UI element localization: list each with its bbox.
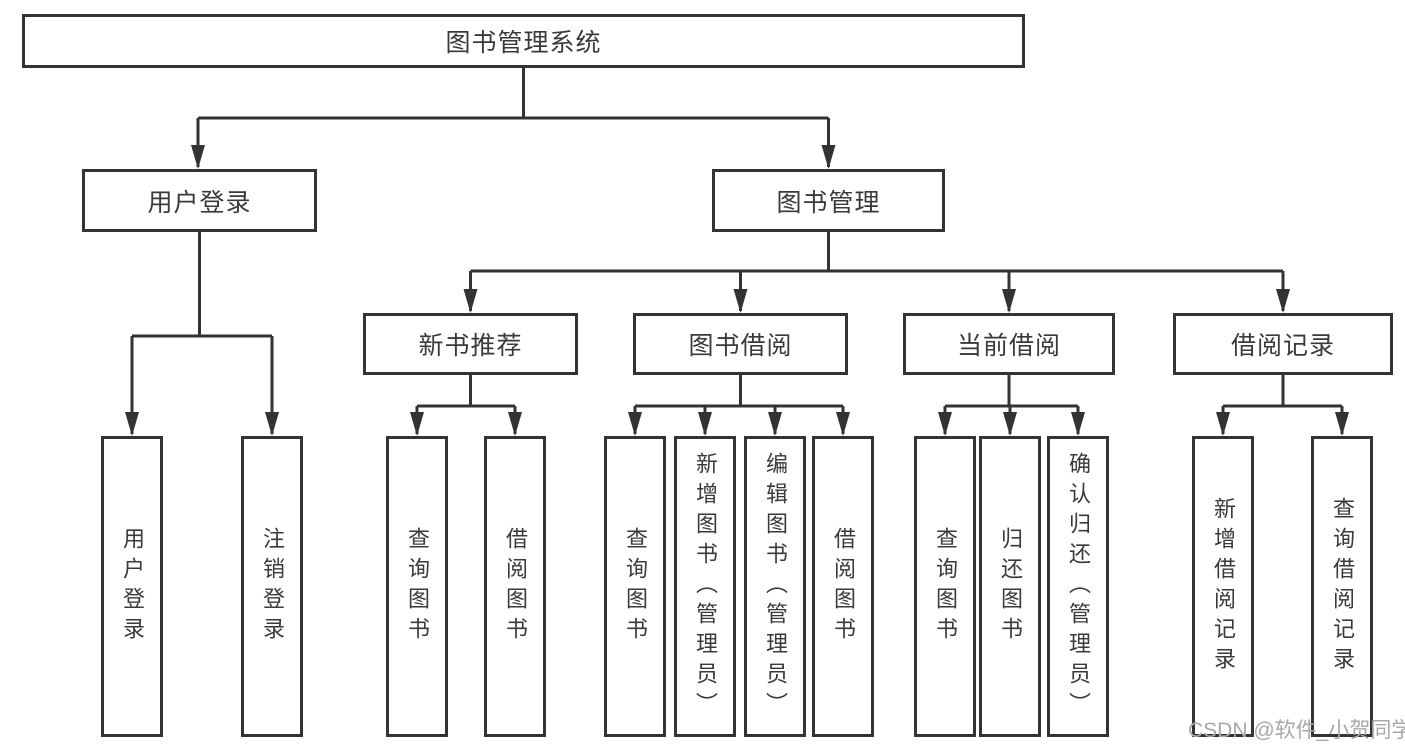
node-user-login-label: 用户登录 <box>147 188 252 217</box>
leaf-logout-login: 注销登录 <box>241 436 303 737</box>
leaf-current-return-book: 归还图书 <box>979 436 1041 737</box>
csdn-watermark: CSDN @软件_小贺同学 <box>1188 719 1405 742</box>
node-root: 图书管理系统 <box>22 14 1025 68</box>
connector-current-borrow <box>938 374 1085 436</box>
node-book-management: 图书管理 <box>712 169 945 232</box>
leaf-recommend-borrow-book: 借阅图书 <box>484 436 546 737</box>
leaf-record-add-record: 新增借阅记录 <box>1192 436 1254 737</box>
connector-book-management <box>463 231 1290 313</box>
leaf-borrow-query-book: 查询图书 <box>604 436 666 737</box>
node-root-label: 图书管理系统 <box>445 29 602 57</box>
leaf-recommend-query-book-label: 查询图书 <box>405 526 430 647</box>
leaf-current-confirm-return: 确认归还（管理员） <box>1047 436 1109 737</box>
leaf-borrow-borrow-book: 借阅图书 <box>812 436 874 737</box>
connector-root-to-level2 <box>191 67 836 169</box>
node-current-borrow-label: 当前借阅 <box>956 332 1061 360</box>
node-borrow-record-label: 借阅记录 <box>1230 332 1335 360</box>
node-current-borrow: 当前借阅 <box>903 313 1115 375</box>
connector-book-borrow <box>628 374 850 436</box>
leaf-recommend-query-book: 查询图书 <box>386 436 448 737</box>
node-book-borrow: 图书借阅 <box>633 313 848 375</box>
leaf-user-login-label: 用户登录 <box>120 526 145 647</box>
node-book-management-label: 图书管理 <box>776 188 881 217</box>
leaf-current-return-book-label: 归还图书 <box>998 526 1023 647</box>
leaf-recommend-borrow-book-label: 借阅图书 <box>503 526 528 647</box>
connector-user-login <box>125 231 279 436</box>
leaf-borrow-edit-book: 编辑图书（管理员） <box>744 436 806 737</box>
leaf-record-query-record-label: 查询借阅记录 <box>1330 496 1355 677</box>
leaf-current-query-book: 查询图书 <box>914 436 976 737</box>
connector-borrow-record <box>1216 374 1349 436</box>
leaf-current-query-book-label: 查询图书 <box>933 526 958 647</box>
node-new-book-recommend: 新书推荐 <box>363 313 578 375</box>
leaf-borrow-add-book: 新增图书（管理员） <box>674 436 736 737</box>
node-book-borrow-label: 图书借阅 <box>688 332 793 360</box>
leaf-record-add-record-label: 新增借阅记录 <box>1211 496 1236 677</box>
leaf-record-query-record: 查询借阅记录 <box>1311 436 1373 737</box>
leaf-borrow-add-book-label: 新增图书（管理员） <box>693 451 718 722</box>
leaf-current-confirm-return-label: 确认归还（管理员） <box>1066 451 1091 722</box>
node-borrow-record: 借阅记录 <box>1173 313 1393 375</box>
node-new-book-recommend-label: 新书推荐 <box>418 332 523 360</box>
leaf-borrow-edit-book-label: 编辑图书（管理员） <box>763 451 788 722</box>
leaf-borrow-query-book-label: 查询图书 <box>623 526 648 647</box>
connector-new-book-recommend <box>410 374 522 436</box>
leaf-logout-login-label: 注销登录 <box>260 526 285 647</box>
leaf-user-login: 用户登录 <box>101 436 163 737</box>
leaf-borrow-borrow-book-label: 借阅图书 <box>831 526 856 647</box>
node-user-login: 用户登录 <box>82 169 317 232</box>
